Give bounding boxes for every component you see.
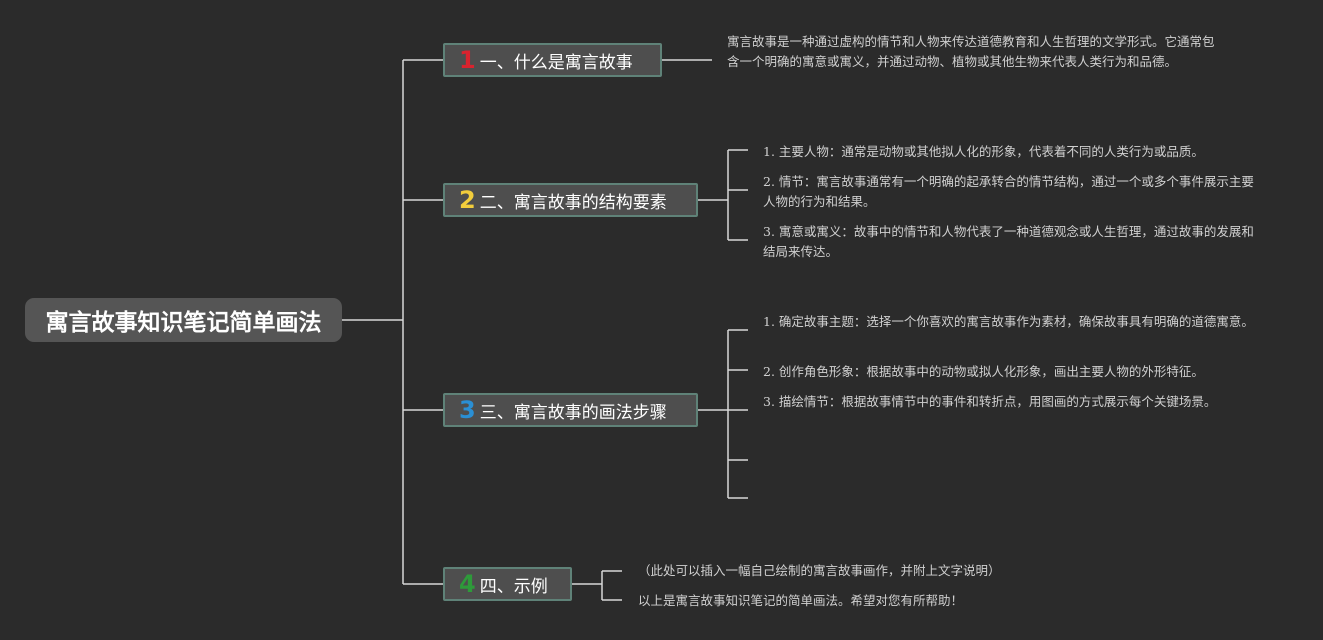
branch-1-node[interactable]: 1 一、什么是寓言故事 [443, 43, 662, 77]
branch-3-item-1: 1. 确定故事主题：选择一个你喜欢的寓言故事作为素材，确保故事具有明确的道德寓意… [763, 314, 1254, 329]
branch-3-node[interactable]: 3 三、寓言故事的画法步骤 [443, 393, 698, 427]
central-topic[interactable]: 寓言故事知识笔记简单画法 [25, 298, 342, 342]
branch-2-label: 二、寓言故事的结构要素 [479, 192, 667, 213]
central-topic-label: 寓言故事知识笔记简单画法 [45, 310, 322, 336]
branch-1-label: 一、什么是寓言故事 [479, 52, 633, 73]
branch-2-item-1: 1. 主要人物：通常是动物或其他拟人化的形象，代表着不同的人类行为或品质。 [763, 144, 1204, 159]
branch-4-item-2: 以上是寓言故事知识笔记的简单画法。希望对您有所帮助！ [638, 593, 964, 608]
branch-1-description: 寓言故事是一种通过虚构的情节和人物来传达道德教育和人生哲理的文学形式。它通常包含… [727, 34, 1215, 69]
branch-3-number-badge: 3 [459, 396, 476, 424]
branch-3-item-3: 3. 描绘情节：根据故事情节中的事件和转折点，用图画的方式展示每个关键场景。 [763, 394, 1217, 409]
branch-2-item-2: 2. 情节：寓言故事通常有一个明确的起承转合的情节结构，通过一个或多个事件展示主… [763, 174, 1254, 209]
branch-2-number-badge: 2 [459, 186, 476, 214]
branch-3-item-2: 2. 创作角色形象：根据故事中的动物或拟人化形象，画出主要人物的外形特征。 [763, 364, 1204, 379]
branch-1-number-badge: 1 [459, 46, 476, 74]
branch-4-number-badge: 4 [459, 570, 476, 598]
branch-2-item-3: 3. 寓意或寓义：故事中的情节和人物代表了一种道德观念或人生哲理，通过故事的发展… [763, 224, 1254, 259]
branch-2-node[interactable]: 2 二、寓言故事的结构要素 [443, 183, 698, 217]
branch-4-item-1: （此处可以插入一幅自己绘制的寓言故事画作，并附上文字说明） [638, 563, 1001, 578]
branch-3-label: 三、寓言故事的画法步骤 [479, 402, 667, 423]
branch-4-label: 四、示例 [479, 576, 548, 597]
branch-4-node[interactable]: 4 四、示例 [443, 567, 572, 601]
